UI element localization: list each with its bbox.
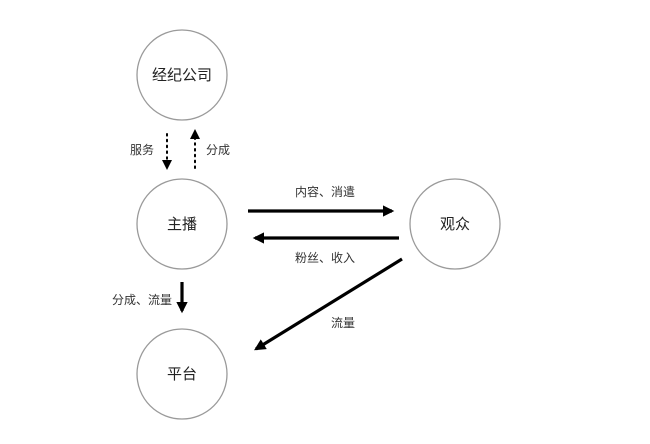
edge-streamer-to-platform: 分成、流量: [112, 282, 188, 314]
share-label: 分成: [206, 143, 230, 157]
streamer-circle: [136, 178, 228, 270]
traffic-label: 流量: [331, 316, 355, 330]
edge-streamer-to-agency: 分成: [190, 129, 230, 169]
platform-circle: [136, 328, 228, 420]
node-agency: 经纪公司: [136, 29, 228, 121]
edge-audience-to-platform: 流量: [254, 257, 403, 351]
audience-label: 观众: [440, 215, 470, 233]
share-traffic-label: 分成、流量: [112, 293, 172, 307]
edge-audience-to-streamer: 粉丝、收入: [252, 232, 399, 265]
agency-label: 经纪公司: [152, 66, 212, 84]
edge-streamer-to-audience: 内容、消遣: [248, 184, 395, 217]
node-platform: 平台: [136, 328, 228, 420]
streamer-label: 主播: [167, 215, 197, 233]
edge-agency-to-streamer: 服务: [130, 133, 172, 170]
arrow-diagonal: [254, 257, 403, 351]
audience-circle: [409, 178, 501, 270]
agency-circle: [136, 29, 228, 121]
fans-label: 粉丝、收入: [295, 251, 355, 265]
service-label: 服务: [130, 142, 154, 157]
content-label: 内容、消遣: [295, 184, 355, 199]
node-audience: 观众: [409, 178, 501, 270]
platform-label: 平台: [167, 365, 197, 383]
node-streamer: 主播: [136, 178, 228, 270]
